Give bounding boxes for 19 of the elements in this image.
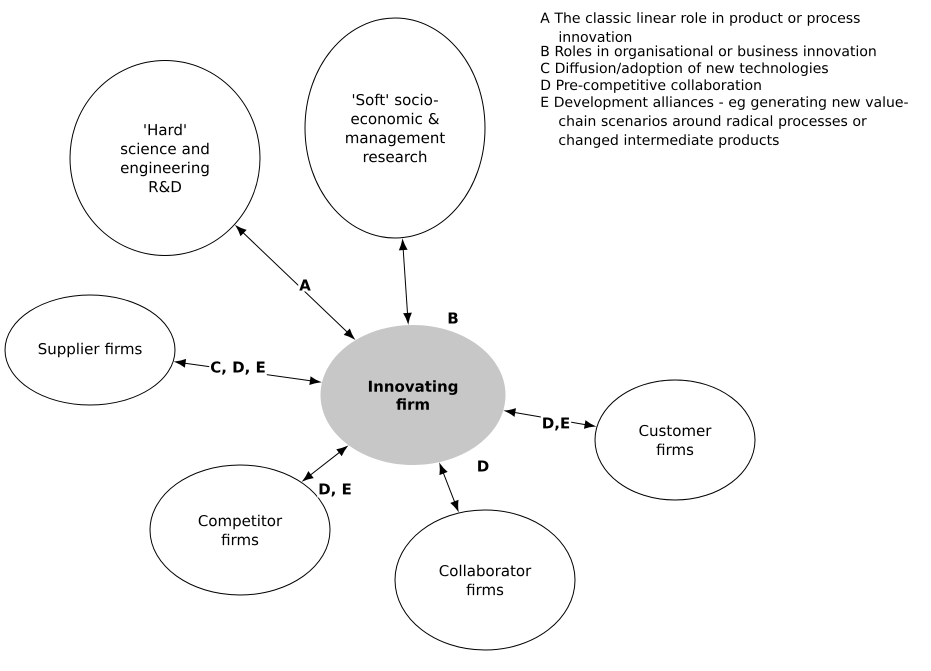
edge-label: A xyxy=(298,278,312,292)
legend-item: B Roles in organisational or business innovation xyxy=(542,45,876,59)
legend-item: D Pre-competitive collaboration xyxy=(542,79,761,93)
edge-label: D, E xyxy=(317,482,353,498)
legend-item: C Diffusion/adoption of new technologies xyxy=(540,62,828,76)
ellipse-node: Customer firms xyxy=(594,380,756,500)
edge-label: C, D, E xyxy=(209,360,267,376)
arrow xyxy=(399,240,412,324)
ellipse-node: 'Hard' science and engineering R&D xyxy=(70,60,260,256)
edge-label: B xyxy=(446,312,460,324)
legend-item: E Development alliances - eg generating new value-chain scenarios around radical processes or changed intermediate products xyxy=(542,96,908,148)
edge-label: D,E xyxy=(540,416,572,432)
ellipse-node: 'Soft' socio-economic & management research xyxy=(304,18,486,238)
arrow xyxy=(236,226,354,340)
legend-item: A The classic linear role in product or process innovation xyxy=(540,12,860,42)
arrow xyxy=(302,446,348,482)
ellipse-node: Collaborator firms xyxy=(394,510,576,650)
arrow xyxy=(439,464,458,512)
ellipse-node: Supplier firms xyxy=(4,294,176,406)
